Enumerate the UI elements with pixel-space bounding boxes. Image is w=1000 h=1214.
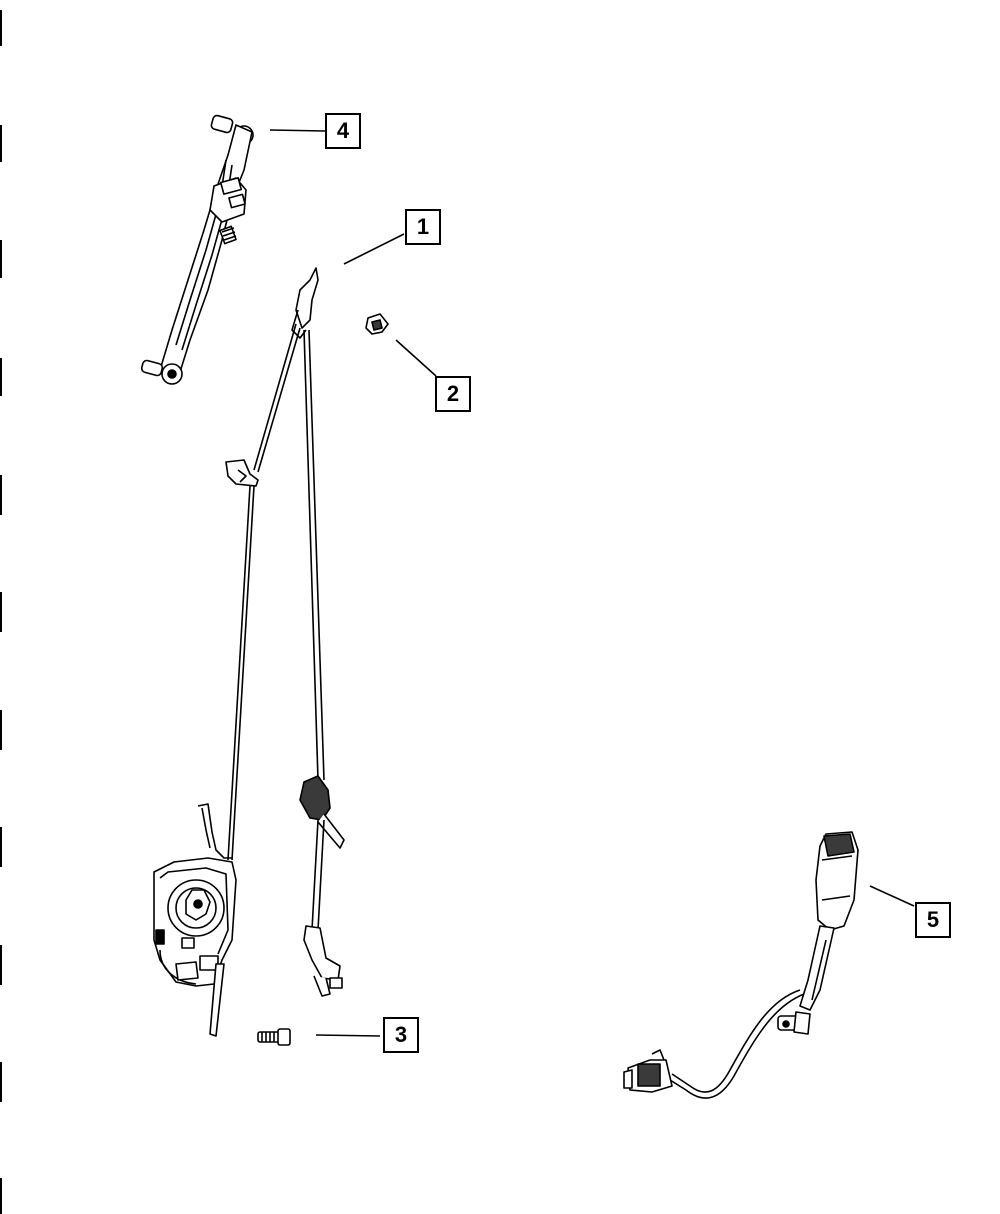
callout-1: 1 <box>405 209 441 245</box>
seat-belt-buckle <box>624 832 858 1098</box>
leader-line-1 <box>343 233 405 265</box>
leader-line-2 <box>395 339 437 377</box>
leader-lines <box>269 129 915 1037</box>
webbing-clip <box>366 314 388 334</box>
callout-5: 5 <box>915 902 951 938</box>
height-adjuster-rail <box>141 115 253 384</box>
callout-3: 3 <box>383 1017 419 1053</box>
leader-line-4 <box>269 129 326 132</box>
seat-belt-assembly <box>154 268 344 1036</box>
leader-line-3 <box>315 1034 381 1037</box>
callout-4: 4 <box>325 113 361 149</box>
leader-line-5 <box>869 885 915 907</box>
mounting-bolt <box>258 1029 290 1045</box>
callout-2: 2 <box>435 376 471 412</box>
